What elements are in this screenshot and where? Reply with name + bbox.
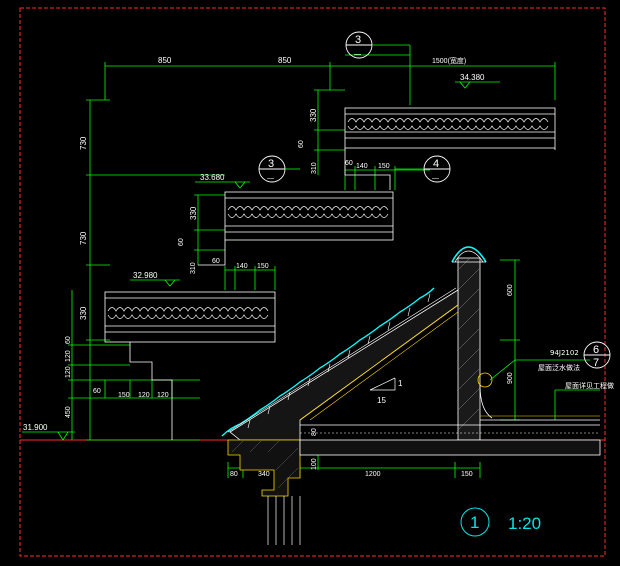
dim-h-60-a: 60 [345, 160, 353, 167]
dim-v-120-a: 120 [65, 350, 72, 362]
slope-rise: 1 [398, 379, 403, 388]
dim-h-120-c: 120 [138, 392, 150, 399]
tier-top [344, 107, 556, 190]
level-top: 34.380 [460, 73, 485, 82]
dim-h-140-b: 140 [236, 263, 248, 270]
bubble-2-num: 3 [268, 158, 274, 170]
dim-h-120-d: 120 [157, 392, 169, 399]
bubble-1-num: 3 [355, 34, 361, 46]
tier-low [104, 291, 276, 440]
level-low: 32.980 [133, 271, 158, 280]
dimension-lines [68, 45, 600, 478]
dim-h-60-c: 60 [93, 388, 101, 395]
bubble-4-den: 7 [593, 357, 599, 369]
dim-h-1200: 1200 [365, 471, 381, 478]
dim-h-150-c: 150 [118, 392, 130, 399]
dim-v-120-b: 120 [65, 366, 72, 378]
note-text: 94J2102 屋面泛水做法 屋面详见工程做 [538, 349, 614, 390]
dim-v-730-upper: 730 [79, 136, 88, 150]
dim-h-140-a: 140 [356, 163, 368, 170]
dim-v-730-lower: 730 [79, 231, 88, 245]
tile-scallops [107, 118, 549, 319]
bubble-3-den: — [432, 175, 439, 182]
scale-ratio: 1:20 [508, 514, 541, 533]
bubble-3-num: 4 [433, 158, 439, 170]
dim-v-80: 80 [311, 428, 318, 436]
note-roof-waterproof: 屋面泛水做法 [538, 363, 580, 372]
level-markers [22, 81, 500, 441]
dim-v-100: 100 [311, 458, 318, 470]
dim-h-150-a: 150 [378, 163, 390, 170]
dim-h-60-b: 60 [212, 258, 220, 265]
bubble-text: 3 — 3 — 4 — 6 7 [267, 34, 599, 369]
tier-mid [198, 191, 394, 266]
dim-v-330-mid: 330 [189, 206, 198, 220]
dim-v-60-a: 60 [178, 238, 185, 246]
level-text: 34.380 33.680 32.980 31.900 [23, 73, 485, 432]
dim-h-340: 340 [258, 471, 270, 478]
dim-v-310-b: 310 [311, 162, 318, 174]
bubble-4-num: 6 [593, 344, 599, 356]
dim-v-310-a: 310 [190, 262, 197, 274]
dim-top-left: 850 [158, 56, 172, 65]
note-roof-detail: 屋面详见工程做 [565, 381, 614, 390]
note-ref-code: 94J2102 [550, 349, 579, 357]
scale-number: 1 [470, 513, 479, 532]
dim-v-330-top: 330 [309, 108, 318, 122]
dim-h-80: 80 [230, 471, 238, 478]
level-mid: 33.680 [200, 173, 225, 182]
dim-v-60-b: 60 [298, 140, 305, 148]
slope-run: 15 [377, 396, 386, 405]
dim-v-900: 900 [507, 372, 514, 384]
dim-v-600: 600 [507, 284, 514, 296]
bubble-1-den: — [354, 51, 361, 58]
dimension-text: 850 850 1500(宽度) 730 730 330 330 330 60 … [65, 56, 514, 478]
bubble-2-den: — [267, 175, 274, 182]
drawing-frame [19, 7, 606, 557]
scale-circle [460, 507, 490, 537]
level-ground: 31.900 [23, 423, 48, 432]
dim-h-150-d: 150 [461, 471, 473, 478]
dim-v-450: 450 [65, 406, 72, 418]
dim-v-330-left: 330 [79, 306, 88, 320]
dim-h-150-b: 150 [257, 263, 269, 270]
dim-v-60-c: 60 [65, 336, 72, 344]
scale-label: 1 1:20 [470, 513, 541, 533]
sloped-roof [221, 287, 601, 545]
dim-top-right: 850 [278, 56, 292, 65]
parapet-wall [451, 246, 487, 441]
dim-top-span: 1500(宽度) [432, 56, 466, 65]
